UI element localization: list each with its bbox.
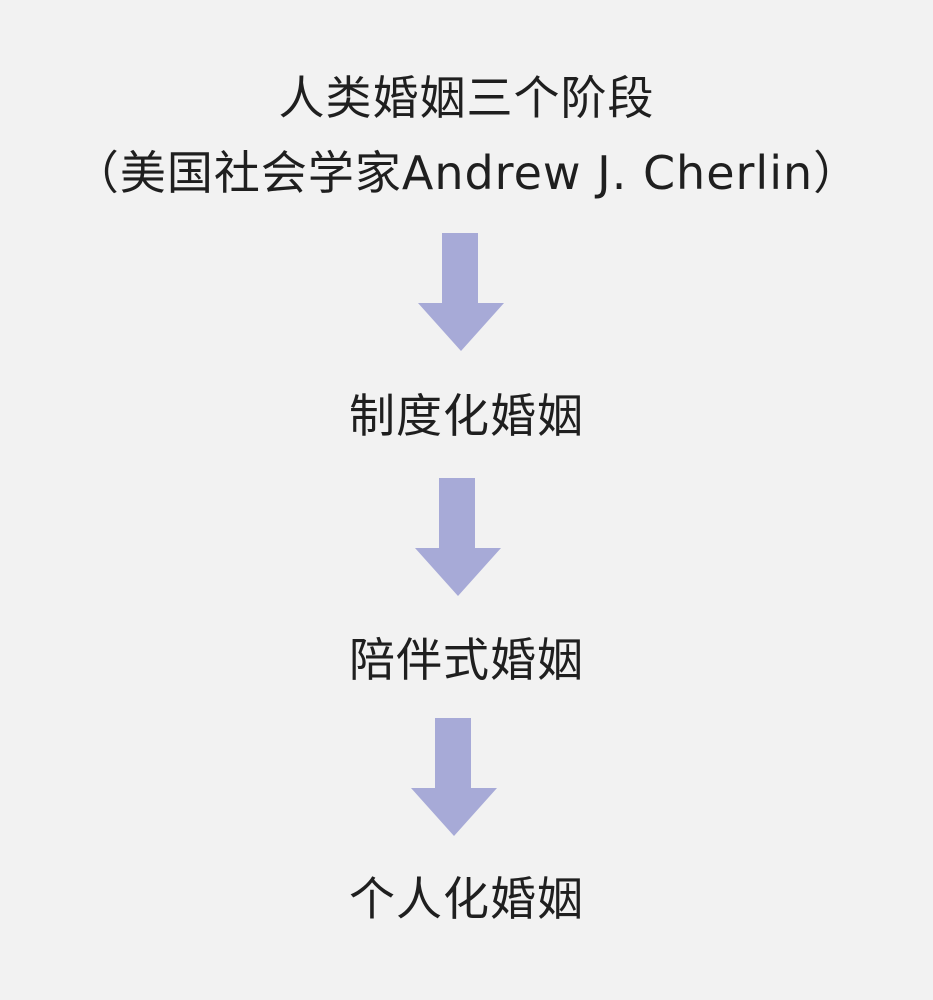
stage-individualized-marriage: 个人化婚姻 [349,872,584,926]
diagram-subtitle: （美国社会学家Andrew J. Cherlin） [72,146,861,200]
down-arrow-icon [418,233,504,351]
down-arrow-icon [411,718,497,836]
down-arrow-icon [415,478,501,596]
stage-institutional-marriage: 制度化婚姻 [349,389,584,443]
diagram-title: 人类婚姻三个阶段 [278,71,655,125]
stage-companionate-marriage: 陪伴式婚姻 [349,633,584,687]
